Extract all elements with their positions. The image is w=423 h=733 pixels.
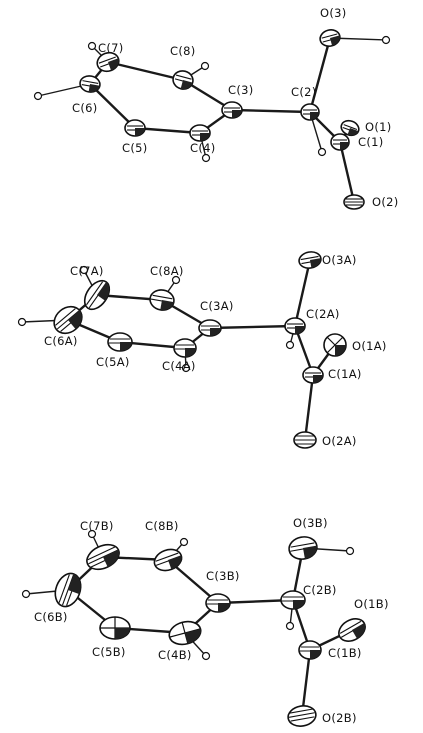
atom-label: C(7A) bbox=[70, 264, 104, 278]
atom-o3 bbox=[288, 536, 318, 560]
atom-c8 bbox=[153, 548, 183, 572]
hydrogen-atom bbox=[201, 651, 211, 661]
hydrogen-atom bbox=[285, 340, 295, 350]
atom-label: C(6B) bbox=[34, 610, 68, 624]
atom-o1 bbox=[340, 119, 360, 137]
atom-c1 bbox=[298, 640, 322, 660]
atom-label: C(4) bbox=[190, 141, 216, 155]
atom-c3 bbox=[198, 319, 222, 337]
atom-o1 bbox=[338, 618, 366, 642]
atom-c4 bbox=[173, 338, 197, 358]
atom-label: C(1) bbox=[358, 135, 384, 149]
atom-label: C(3) bbox=[228, 83, 254, 97]
atom-label: C(5A) bbox=[96, 355, 130, 369]
atom-label: O(2) bbox=[372, 195, 399, 209]
hydrogen-atom bbox=[317, 147, 327, 157]
atom-c1 bbox=[330, 133, 350, 151]
bond-c1-o2 bbox=[303, 373, 315, 442]
atom-label: C(5B) bbox=[92, 645, 126, 659]
atom-c5 bbox=[99, 616, 131, 640]
bond-c1-o2 bbox=[338, 140, 356, 204]
atom-c7 bbox=[86, 543, 120, 571]
hydrogen-atom bbox=[200, 61, 210, 71]
bond-c1-o2 bbox=[300, 648, 312, 718]
hydrogen-atom bbox=[201, 153, 211, 163]
atom-c1 bbox=[302, 366, 324, 384]
atom-label: O(3A) bbox=[322, 253, 357, 267]
molecule-2: C(7A) C(8A) O(3A) C(3A) C(2A) O(1A) C(1A… bbox=[17, 251, 387, 449]
atom-c6 bbox=[53, 305, 83, 335]
hydrogen-atom bbox=[345, 546, 355, 556]
atom-label: C(4A) bbox=[162, 359, 196, 373]
atom-label: O(1B) bbox=[354, 597, 389, 611]
hydrogen-atom bbox=[87, 529, 97, 539]
atom-label: C(2) bbox=[291, 85, 317, 99]
atom-label: O(1) bbox=[365, 120, 392, 134]
atom-c7 bbox=[83, 279, 111, 311]
atom-label: C(5) bbox=[122, 141, 148, 155]
atom-label: C(8A) bbox=[150, 264, 184, 278]
atom-label: O(2A) bbox=[322, 434, 357, 448]
atom-c2 bbox=[280, 590, 306, 610]
atom-label: C(2B) bbox=[303, 583, 337, 597]
atom-o1 bbox=[323, 333, 347, 357]
atom-c8 bbox=[172, 70, 194, 90]
atom-label: C(1A) bbox=[328, 367, 362, 381]
bond-c7-c8 bbox=[106, 60, 185, 82]
hydrogen-atom bbox=[381, 35, 391, 45]
atom-c5 bbox=[124, 119, 146, 137]
atom-label: C(3B) bbox=[206, 569, 240, 583]
atom-label: C(7B) bbox=[80, 519, 114, 533]
atom-label: C(4B) bbox=[158, 648, 192, 662]
hydrogen-atom bbox=[179, 537, 189, 547]
atom-label: C(8) bbox=[170, 44, 196, 58]
hydrogen-atom bbox=[79, 265, 89, 275]
atom-c6 bbox=[79, 75, 101, 93]
atom-c3 bbox=[221, 101, 243, 119]
atom-label: O(3) bbox=[320, 6, 347, 20]
hydrogen-atom bbox=[33, 91, 43, 101]
atom-o3 bbox=[298, 251, 322, 269]
atom-o2 bbox=[293, 431, 317, 449]
atom-c6 bbox=[54, 572, 82, 608]
hydrogen-atom bbox=[285, 621, 295, 631]
bond-c5-c4 bbox=[133, 126, 202, 135]
atom-label: C(3A) bbox=[200, 299, 234, 313]
atom-c4 bbox=[168, 620, 202, 646]
atom-label: C(7) bbox=[98, 41, 124, 55]
atom-label: C(8B) bbox=[145, 519, 179, 533]
atom-label: O(3B) bbox=[293, 516, 328, 530]
bond-c2-o3 bbox=[308, 36, 332, 114]
atom-c2 bbox=[300, 103, 320, 121]
atom-label: C(2A) bbox=[306, 307, 340, 321]
atom-o2 bbox=[287, 705, 317, 727]
atom-c3 bbox=[205, 593, 231, 613]
atom-c5 bbox=[107, 332, 133, 352]
atom-o2 bbox=[343, 194, 365, 210]
atom-label: O(2B) bbox=[322, 711, 357, 725]
bond-c2-o3 bbox=[293, 258, 312, 328]
bond-c3-c2 bbox=[208, 324, 297, 330]
bond-c6-c5 bbox=[88, 82, 137, 130]
atom-c2 bbox=[284, 317, 306, 335]
atom-o3 bbox=[319, 29, 341, 47]
hydrogen-atom bbox=[17, 317, 27, 327]
atom-c7 bbox=[96, 51, 120, 73]
hydrogen-atom bbox=[21, 589, 31, 599]
atom-c8 bbox=[149, 289, 175, 311]
atom-label: C(6A) bbox=[44, 334, 78, 348]
molecule-3: C(7B) C(8B) O(3B) C(3B) C(2B) O(1B) C(1B… bbox=[21, 516, 389, 727]
atom-label: C(6) bbox=[72, 101, 98, 115]
bond-c3-c2 bbox=[230, 108, 312, 114]
atom-label: C(1B) bbox=[328, 646, 362, 660]
molecule-1: C(7) C(8) O(3) C(3) C(2) O(1) C(1) C(6) … bbox=[33, 6, 399, 210]
atom-c4 bbox=[189, 124, 211, 142]
atom-label: O(1A) bbox=[352, 339, 387, 353]
hydrogen-atom bbox=[171, 275, 181, 285]
hydrogen-atom bbox=[181, 363, 191, 373]
hydrogen-atom bbox=[87, 41, 97, 51]
